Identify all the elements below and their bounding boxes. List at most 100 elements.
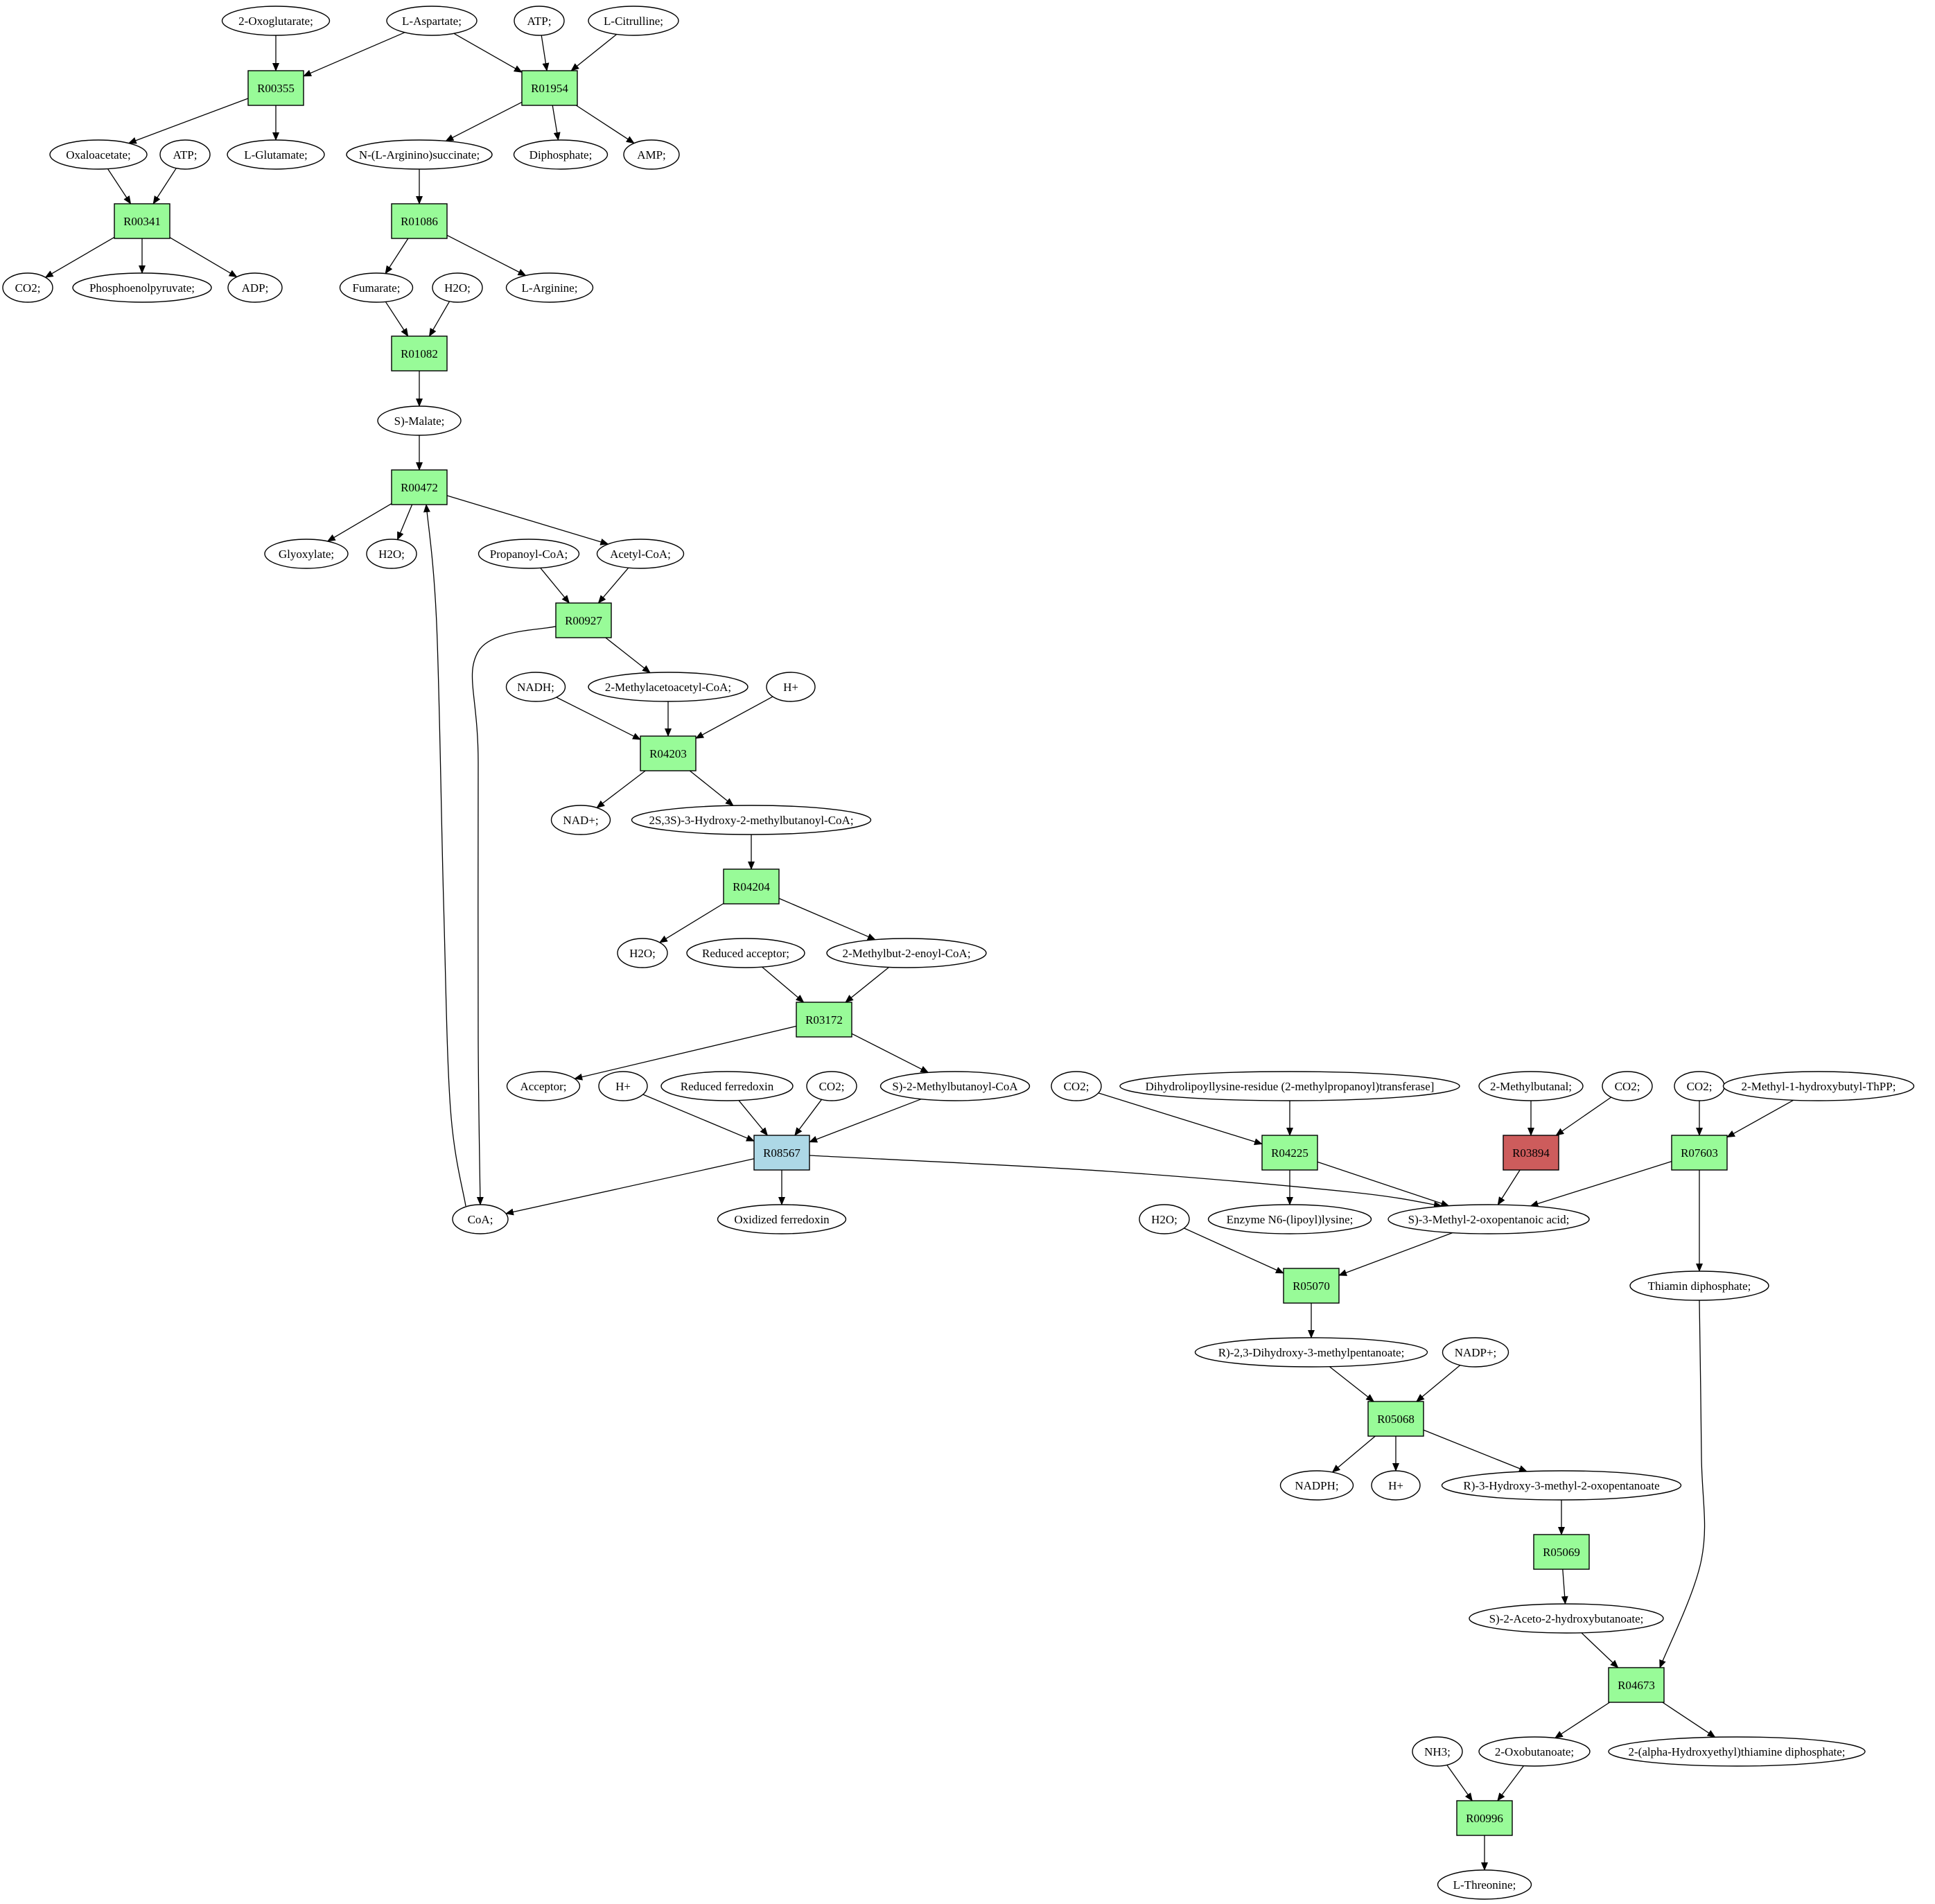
compound-ellipse xyxy=(49,139,148,170)
compound-label: 2-(alpha-Hydroxyethyl)thiamine diphospha… xyxy=(1629,1745,1846,1758)
edge-reduced-ferredoxin-to-r08567 xyxy=(738,1100,769,1136)
reaction-node-r01954: R01954 xyxy=(521,70,578,106)
reaction-label: R07603 xyxy=(1681,1146,1718,1160)
compound-label: R)-3-Hydroxy-3-methyl-2-oxopentanoate xyxy=(1463,1479,1659,1492)
compound-node-h2o-1: H2O; xyxy=(432,272,483,303)
compound-node-acetyl-coa: Acetyl-CoA; xyxy=(596,539,685,569)
compound-ellipse xyxy=(598,1071,648,1101)
reaction-label: R01086 xyxy=(401,215,438,228)
compound-label: Dihydrolipoyllysine-residue (2-methylpro… xyxy=(1146,1080,1435,1093)
compound-node-pep: Phosphoenolpyruvate; xyxy=(72,272,212,303)
compound-label: NADPH; xyxy=(1295,1479,1338,1492)
compound-label: H2O; xyxy=(629,947,656,960)
compound-ellipse xyxy=(660,1071,794,1101)
reaction-box xyxy=(1608,1667,1665,1703)
compound-node-methylbutenoyl-coa: 2-Methylbut-2-enoyl-CoA; xyxy=(826,938,987,968)
edge-r08567-to-methyl-oxopentanoic xyxy=(809,1155,1442,1209)
compound-ellipse xyxy=(1194,1337,1428,1368)
compound-label: H+ xyxy=(615,1080,631,1093)
compound-ellipse xyxy=(1412,1736,1463,1767)
edge-aceto-hydroxybutanoate-to-r04673 xyxy=(1581,1632,1619,1668)
compound-node-reduced-ferredoxin: Reduced ferredoxin xyxy=(660,1071,794,1101)
reaction-node-r01082: R01082 xyxy=(391,335,448,372)
compound-node-nh3: NH3; xyxy=(1412,1736,1463,1767)
edge-hplus-2-to-r08567 xyxy=(642,1094,755,1142)
edge-coa-to-r00472 xyxy=(423,504,466,1207)
compound-node-amp: AMP; xyxy=(623,139,680,170)
compound-ellipse xyxy=(1478,1071,1584,1101)
edge-co2-4-to-r03894 xyxy=(1555,1097,1612,1136)
compound-ellipse xyxy=(514,6,565,36)
compound-ellipse xyxy=(452,1204,509,1234)
compound-label: Thiamin diphosphate; xyxy=(1648,1279,1751,1293)
edge-dihydroxy-methylpentanoate-to-r05068 xyxy=(1329,1366,1374,1402)
edge-methylbutenoyl-coa-to-r03172 xyxy=(845,966,890,1003)
reaction-label: R03894 xyxy=(1512,1146,1550,1160)
compound-label: AMP; xyxy=(637,148,666,161)
edge-r04673-to-hydroxyethyl-thiamine xyxy=(1662,1702,1716,1738)
reaction-node-r00996: R00996 xyxy=(1456,1800,1513,1836)
reaction-node-r00355: R00355 xyxy=(247,70,304,106)
edge-r04225-to-methyl-oxopentanoic xyxy=(1317,1161,1450,1207)
reaction-node-r04225: R04225 xyxy=(1261,1135,1318,1171)
reaction-box xyxy=(1503,1135,1559,1171)
edge-l-aspartate-to-r01954 xyxy=(453,33,523,73)
edge-r04204-to-methylbutenoyl-coa xyxy=(778,898,876,941)
reaction-box xyxy=(640,735,697,771)
compound-label: Glyoxylate; xyxy=(279,548,334,561)
compound-label: ADP; xyxy=(242,281,269,295)
compound-ellipse xyxy=(221,6,331,36)
compound-ellipse xyxy=(686,938,805,968)
edge-r03172-to-methylbutanoyl-coa xyxy=(851,1033,929,1073)
compound-label: 2S,3S)-3-Hydroxy-2-methylbutanoyl-CoA; xyxy=(649,814,853,827)
reaction-box xyxy=(1533,1534,1590,1570)
compound-node-coa: CoA; xyxy=(452,1204,509,1234)
compound-label: Reduced ferredoxin xyxy=(681,1080,774,1093)
edge-reduced-acceptor-to-r03172 xyxy=(762,966,805,1003)
reaction-box xyxy=(521,70,578,106)
reaction-label: R04203 xyxy=(649,747,687,760)
compound-node-oxidized-ferredoxin: Oxidized ferredoxin xyxy=(717,1204,847,1234)
compound-node-dihydroxy-methylpentanoate: R)-2,3-Dihydroxy-3-methylpentanoate; xyxy=(1194,1337,1428,1368)
reaction-box xyxy=(796,1002,852,1038)
compound-label: Reduced acceptor; xyxy=(702,947,789,960)
edge-r00341-to-adp xyxy=(169,237,238,278)
edge-r01954-to-diphosphate xyxy=(552,105,561,141)
reaction-label: R03172 xyxy=(805,1013,843,1027)
compound-label: 2-Methylacetoacetyl-CoA; xyxy=(605,681,731,694)
compound-node-co2-5: CO2; xyxy=(1674,1071,1725,1101)
reaction-node-r03172: R03172 xyxy=(796,1002,852,1038)
reaction-box xyxy=(1456,1800,1513,1836)
compound-node-l-threonine: L-Threonine; xyxy=(1437,1869,1532,1900)
edge-r01086-to-l-arginine xyxy=(446,234,527,277)
compound-node-s-malate: S)-Malate; xyxy=(377,405,462,436)
reaction-label: R08567 xyxy=(763,1146,800,1160)
edge-r05068-to-hydroxy-methyl-oxopentanoate xyxy=(1423,1429,1527,1472)
reaction-label: R00927 xyxy=(565,614,602,627)
edge-r00927-to-coa xyxy=(471,625,559,1205)
edge-co2-2-to-r08567 xyxy=(794,1099,823,1136)
edge-r01954-to-argininosuccinate xyxy=(445,101,523,141)
compound-label: CO2; xyxy=(1064,1080,1089,1093)
compound-label: L-Glutamate; xyxy=(244,148,308,161)
compound-node-atp-2: ATP; xyxy=(159,139,211,170)
compound-ellipse xyxy=(1387,1204,1590,1234)
compound-label: 2-Oxoglutarate; xyxy=(238,15,313,28)
compound-node-methylbutanoyl-coa: S)-2-Methylbutanoyl-CoA xyxy=(879,1071,1031,1101)
compound-ellipse xyxy=(227,139,325,170)
compound-label: L-Aspartate; xyxy=(402,15,462,28)
compound-node-thiamin-diphosphate: Thiamin diphosphate; xyxy=(1629,1270,1769,1301)
compound-node-fumarate: Fumarate; xyxy=(339,272,414,303)
compound-ellipse xyxy=(72,272,212,303)
compound-node-l-aspartate: L-Aspartate; xyxy=(386,6,478,36)
compound-label: R)-2,3-Dihydroxy-3-methylpentanoate; xyxy=(1218,1346,1405,1359)
compound-label: CO2; xyxy=(1687,1080,1713,1093)
reaction-node-r04203: R04203 xyxy=(640,735,697,771)
compound-node-2oxoglutarate: 2-Oxoglutarate; xyxy=(221,6,331,36)
compound-label: ATP; xyxy=(173,148,198,161)
reaction-node-r08567: R08567 xyxy=(753,1135,810,1171)
compound-label: CO2; xyxy=(1615,1080,1640,1093)
edge-co2-3-to-r04225 xyxy=(1098,1092,1263,1146)
edge-atp-1-to-r01954 xyxy=(541,35,550,71)
edge-atp-2-to-r00341 xyxy=(152,168,177,204)
